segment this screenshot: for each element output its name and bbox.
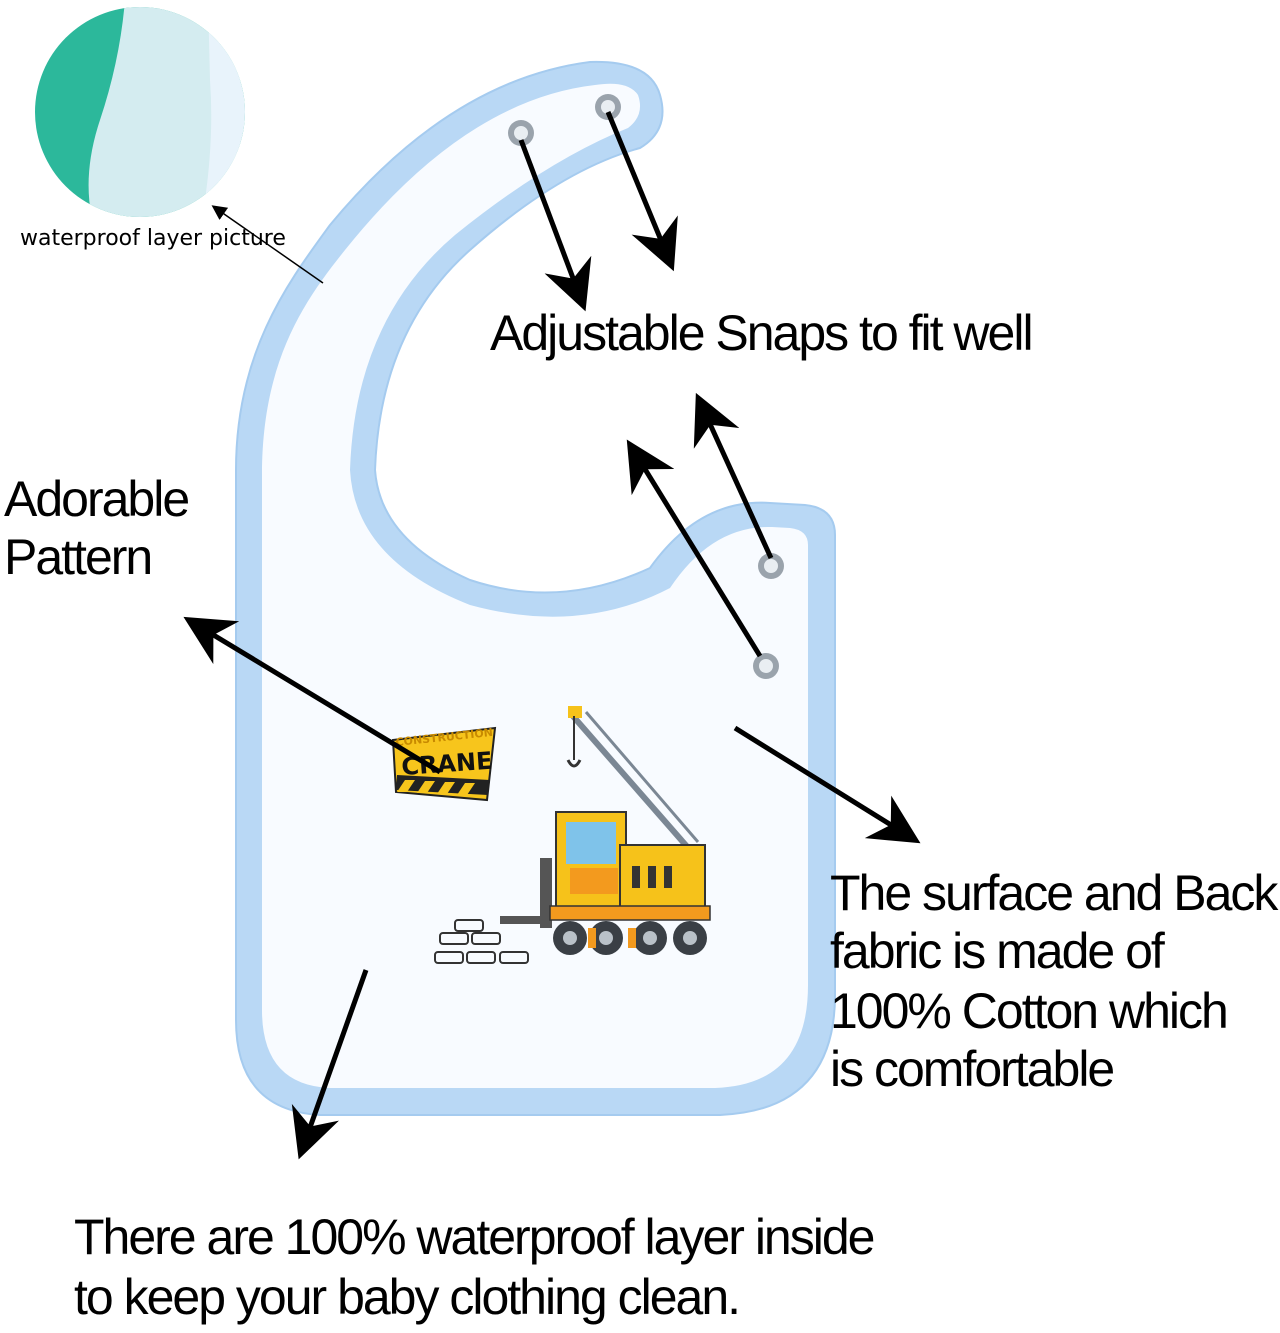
arrow-icon	[626, 439, 763, 658]
arrow-icon	[291, 969, 369, 1160]
waterproof-label-line2: to keep your baby clothing clean.	[74, 1269, 741, 1325]
pattern-label-line1: Adorable	[4, 471, 190, 527]
sign-line2: CRANE	[400, 747, 493, 781]
bricks-icon	[434, 919, 529, 964]
fabric-label-line1: The surface and Back	[830, 865, 1278, 921]
waterproof-picture-caption: waterproof layer picture	[20, 226, 286, 251]
waterproof-swatch	[35, 7, 245, 217]
snap-button-icon	[508, 94, 784, 679]
fabric-label-line4: is comfortable	[830, 1041, 1115, 1097]
arrows	[183, 111, 921, 1160]
arrow-icon	[605, 111, 678, 272]
crane-truck-icon	[500, 706, 711, 955]
bib-shape	[235, 60, 836, 1116]
construction-sign-icon: CONSTRUCTION CRANE	[391, 726, 497, 802]
pattern-label-line2: Pattern	[4, 529, 153, 585]
arrow-icon	[733, 725, 921, 844]
snaps-label: Adjustable Snaps to fit well	[490, 305, 1034, 361]
arrow-icon	[518, 139, 592, 312]
fabric-label-line2: fabric is made of	[830, 923, 1165, 979]
arrow-icon	[183, 616, 442, 775]
waterproof-label-line1: There are 100% waterproof layer inside	[74, 1209, 875, 1265]
arrow-icon	[211, 205, 324, 284]
arrow-icon	[693, 392, 774, 560]
fabric-label-line3: 100% Cotton which	[830, 983, 1229, 1039]
